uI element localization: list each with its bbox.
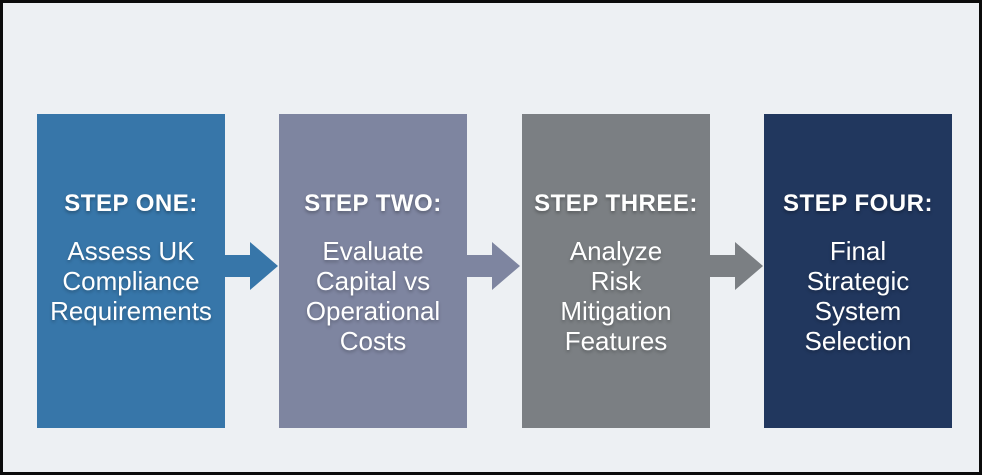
step-two-description: Evaluate Capital vs Operational Costs — [305, 236, 441, 356]
arrow-right-shape — [467, 242, 520, 290]
arrow-right-icon — [467, 242, 520, 290]
step-two-title: STEP TWO: — [304, 190, 442, 217]
step-four-description: Final Strategic System Selection — [804, 236, 912, 356]
step-three-description: Analyze Risk Mitigation Features — [560, 236, 672, 356]
step-box-two: STEP TWO: Evaluate Capital vs Operationa… — [279, 114, 467, 428]
arrow-right-icon — [710, 242, 763, 290]
step-box-one: STEP ONE: Assess UK Compliance Requireme… — [37, 114, 225, 428]
step-four-title: STEP FOUR: — [783, 190, 933, 217]
step-three-title: STEP THREE: — [534, 190, 698, 217]
arrow-right-shape — [710, 242, 763, 290]
step-box-three: STEP THREE: Analyze Risk Mitigation Feat… — [522, 114, 710, 428]
arrow-right-icon — [225, 242, 278, 290]
step-one-description: Assess UK Compliance Requirements — [50, 236, 212, 326]
step-box-four: STEP FOUR: Final Strategic System Select… — [764, 114, 952, 428]
arrow-right-shape — [225, 242, 278, 290]
step-one-title: STEP ONE: — [64, 190, 198, 217]
